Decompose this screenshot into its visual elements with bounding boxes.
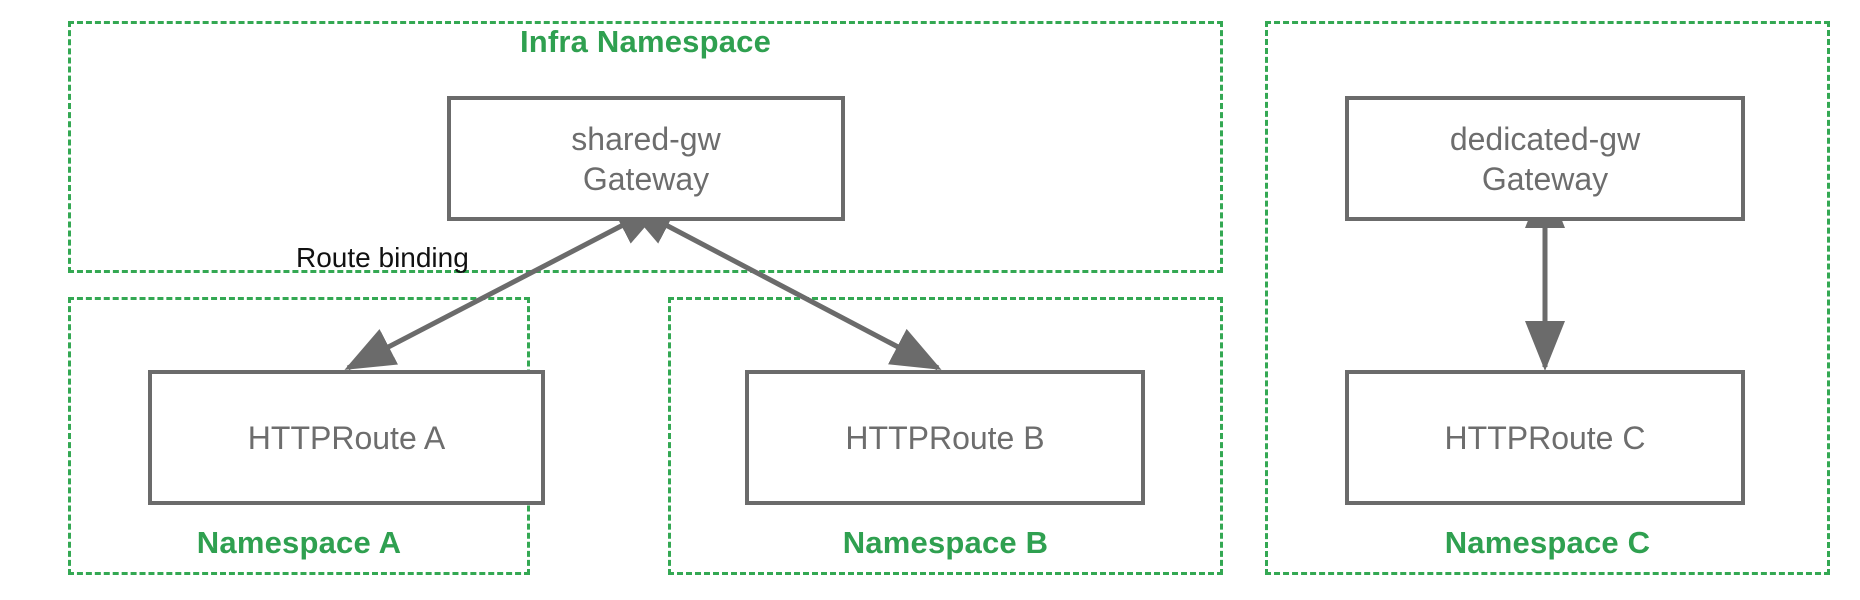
namespace-label-a: Namespace A bbox=[196, 525, 402, 560]
node-httproute-b-label: HTTPRoute B bbox=[845, 419, 1045, 456]
node-httproute-b[interactable]: HTTPRoute B bbox=[745, 370, 1145, 505]
node-dedicated-gw-gateway[interactable]: dedicated-gw Gateway bbox=[1345, 96, 1745, 221]
node-httproute-a[interactable]: HTTPRoute A bbox=[148, 370, 545, 505]
namespace-box-b bbox=[668, 297, 1223, 575]
edge-label-route-binding: Route binding bbox=[296, 242, 469, 273]
node-shared-gw-gateway[interactable]: shared-gw Gateway bbox=[447, 96, 845, 221]
node-httproute-a-label: HTTPRoute A bbox=[247, 419, 446, 456]
node-httproute-c-label: HTTPRoute C bbox=[1444, 419, 1646, 456]
namespace-label-infra: Infra Namespace bbox=[519, 24, 772, 59]
node-dedicated-gw-gateway-label: dedicated-gw Gateway bbox=[1449, 120, 1641, 197]
namespace-box-c bbox=[1265, 21, 1830, 575]
namespace-label-c: Namespace C bbox=[1444, 525, 1651, 560]
node-shared-gw-gateway-label: shared-gw Gateway bbox=[571, 120, 721, 197]
node-httproute-c[interactable]: HTTPRoute C bbox=[1345, 370, 1745, 505]
namespace-label-b: Namespace B bbox=[842, 525, 1049, 560]
